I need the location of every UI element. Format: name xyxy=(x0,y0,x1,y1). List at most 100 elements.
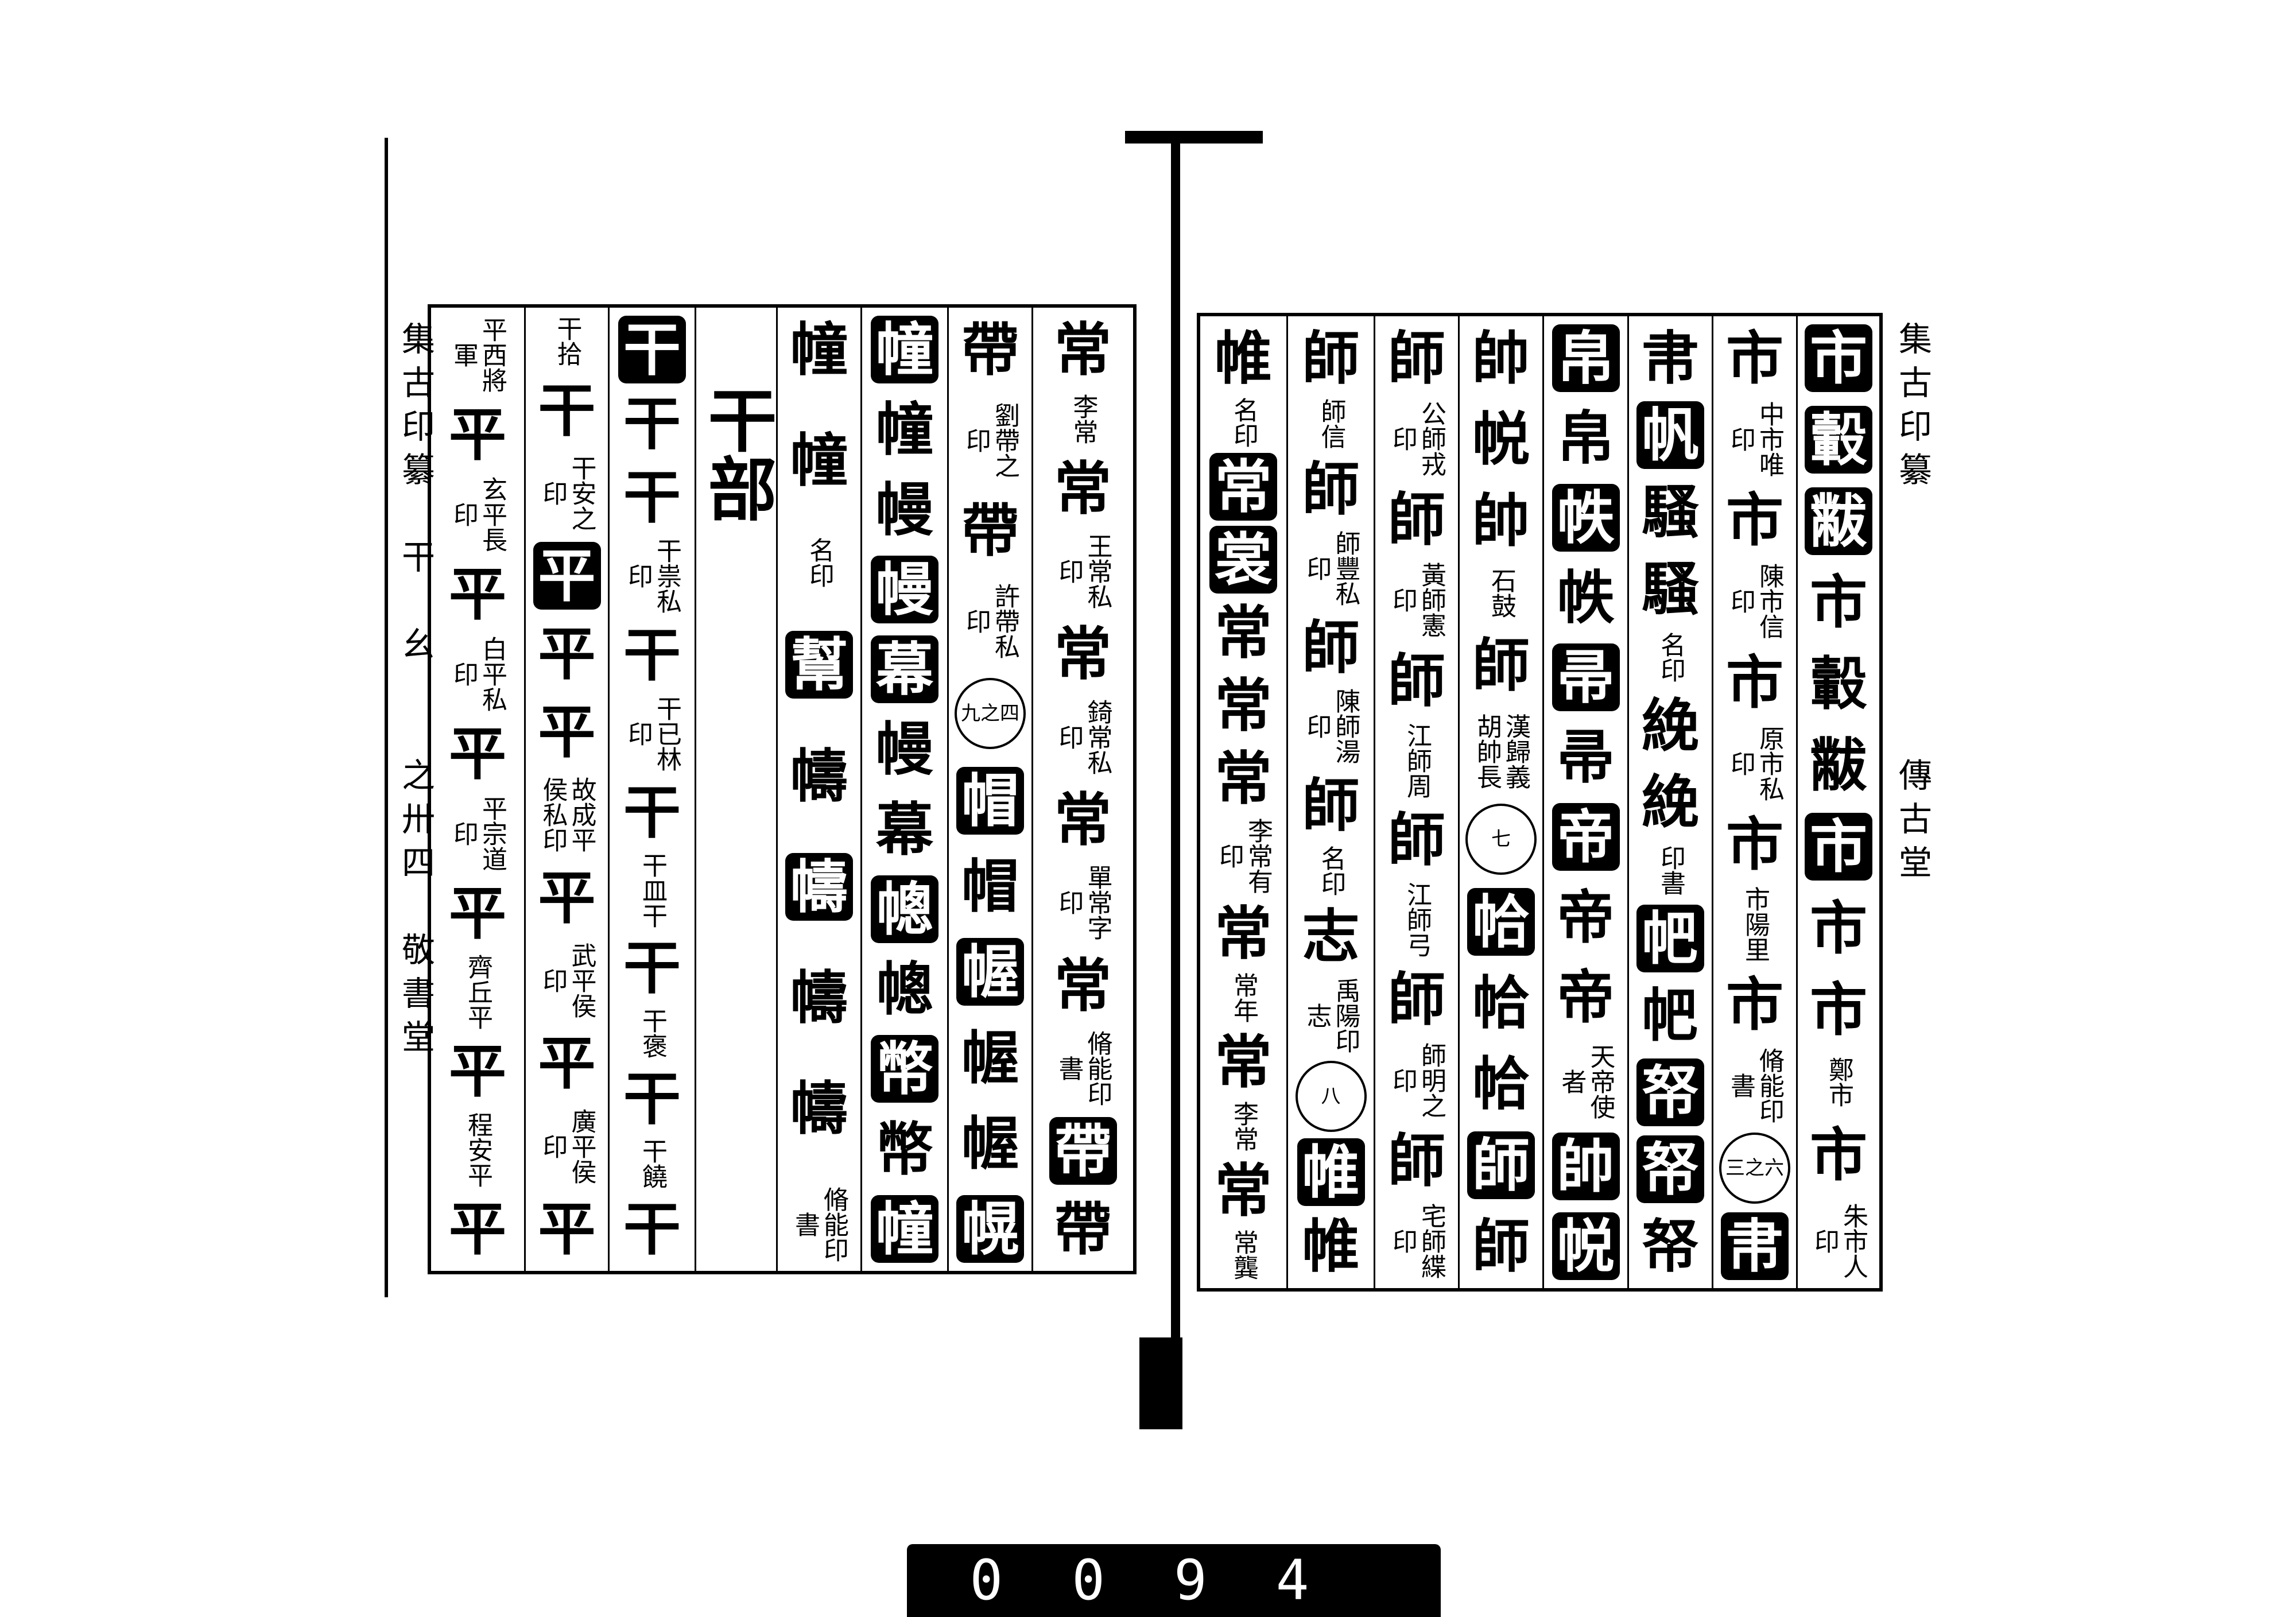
seal-caption: 常龔 xyxy=(1229,1229,1258,1280)
seal-impression: 帚 xyxy=(1552,643,1620,712)
seal-character: 常 xyxy=(1054,951,1112,1019)
seal-impression: 帙 xyxy=(1552,484,1620,552)
seal-character: 幢 xyxy=(790,426,848,495)
seal-impression: 帢 xyxy=(1467,887,1535,956)
right-page-column: 市中市唯印市陳市信印市原市私印市市陽里市脩能印書三之六帇 xyxy=(1712,316,1796,1288)
seal-caption: 黃師憲印 xyxy=(1388,562,1446,638)
spine-top-bar xyxy=(1125,131,1263,144)
seal-impression: 幔 xyxy=(871,555,938,623)
seal-character: 幬 xyxy=(790,742,848,810)
seal-character: 帶 xyxy=(1054,1195,1112,1263)
seal-character: 常 xyxy=(1054,454,1112,522)
seal-caption: 名印 xyxy=(805,537,834,588)
seal-character: 平 xyxy=(449,1037,506,1105)
seal-character: 師 xyxy=(1388,965,1445,1034)
right-page-column: 帇帆騷騷名印絻絻印書帊帊帑帑帑 xyxy=(1627,316,1712,1288)
seal-character: 帛 xyxy=(1557,404,1615,472)
seal-impression: 平 xyxy=(533,542,601,610)
seal-character: 幕 xyxy=(876,795,933,863)
seal-character: 絻 xyxy=(1642,691,1699,759)
seal-character: 騷 xyxy=(1642,554,1699,623)
seal-caption: 廣平侯印 xyxy=(538,1108,596,1184)
seal-character: 志 xyxy=(1302,902,1360,971)
seal-character: 市 xyxy=(1810,1121,1867,1189)
seal-caption: 李常有印 xyxy=(1215,817,1273,894)
seal-impression: 帑 xyxy=(1636,1058,1704,1127)
seal-character: 師 xyxy=(1472,631,1530,700)
seal-caption: 江師周 xyxy=(1402,722,1432,798)
seal-caption: 漢歸義胡帥長 xyxy=(1472,713,1530,789)
seal-impression: 帑 xyxy=(1636,1135,1704,1203)
seal-caption: 李常 xyxy=(1229,1101,1258,1152)
seal-character: 市 xyxy=(1810,568,1867,637)
seal-caption: 公師戎印 xyxy=(1388,401,1446,477)
left-page-column: 干部 xyxy=(695,308,776,1271)
seal-impression: 幕 xyxy=(871,635,938,704)
seal-character: 干 xyxy=(623,934,681,1002)
seal-character: 幬 xyxy=(790,963,848,1032)
section-heading: 干部 xyxy=(696,385,776,522)
seal-impression: 帷 xyxy=(1297,1138,1365,1206)
seal-character: 轂 xyxy=(1810,650,1867,718)
seal-character: 干 xyxy=(538,376,596,444)
left-page-column: 常李常常王常私印常錡常私印常單常字印常脩能印書帶帶 xyxy=(1031,308,1133,1271)
left-page-column: 幢幢幔幔幕幔幕幒幒幣幣幢 xyxy=(860,308,947,1271)
seal-caption: 江師弓 xyxy=(1402,882,1432,958)
seal-caption: 干祟私印 xyxy=(623,538,681,614)
seal-character: 幔 xyxy=(876,715,933,784)
seal-character: 帶 xyxy=(961,497,1019,565)
seal-impression: 師 xyxy=(1467,1131,1535,1199)
circled-index-mark: 八 xyxy=(1295,1060,1367,1132)
seal-impression: 常 xyxy=(1209,452,1277,521)
seal-character: 市 xyxy=(1810,975,1867,1044)
seal-character: 帝 xyxy=(1557,963,1615,1031)
right-page-column: 市轂黻市轂黻市市市鄭市市朱市人印 xyxy=(1796,316,1879,1288)
seal-character: 帢 xyxy=(1472,969,1530,1037)
seal-character: 市 xyxy=(1726,810,1783,878)
seal-caption: 平宗道印 xyxy=(449,795,507,871)
seal-caption: 名印 xyxy=(1656,631,1685,683)
right-page-column: 師公師戎印師黃師憲印師江師周師江師弓師師明之印師宅師緤印 xyxy=(1374,316,1458,1288)
circled-index-mark: 九之四 xyxy=(955,677,1026,749)
seal-character: 市 xyxy=(1810,894,1867,962)
seal-character: 帨 xyxy=(1472,405,1530,474)
page-number-label: 0094 xyxy=(907,1544,1441,1617)
seal-caption: 陳市信印 xyxy=(1726,563,1784,639)
seal-character: 常 xyxy=(1054,785,1112,854)
seal-caption: 印書 xyxy=(1656,845,1685,896)
seal-character: 干 xyxy=(623,621,681,689)
right-page-column: 帥帨帥石鼓師漢歸義胡帥長七帢帢帢師師 xyxy=(1458,316,1542,1288)
seal-caption: 師明之印 xyxy=(1388,1042,1446,1118)
seal-impression: 黻 xyxy=(1805,487,1872,555)
seal-character: 常 xyxy=(1054,316,1112,383)
seal-caption: 師豐私印 xyxy=(1302,530,1360,606)
seal-character: 帽 xyxy=(961,852,1019,921)
seal-character: 干 xyxy=(623,1195,681,1263)
seal-caption: 干皿干 xyxy=(638,852,667,928)
seal-character: 帇 xyxy=(1642,324,1699,392)
seal-character: 師 xyxy=(1302,771,1360,839)
seal-impression: 幫 xyxy=(785,631,853,699)
seal-character: 帑 xyxy=(1642,1212,1699,1280)
seal-character: 常 xyxy=(1215,744,1272,812)
seal-character: 幔 xyxy=(876,475,933,544)
seal-character: 幢 xyxy=(790,316,848,383)
seal-caption: 李常 xyxy=(1068,393,1098,444)
seal-caption: 市陽里 xyxy=(1740,886,1770,963)
seal-caption: 干拾 xyxy=(552,316,582,366)
seal-character: 常 xyxy=(1215,1028,1272,1096)
seal-impression: 幄 xyxy=(956,938,1024,1006)
seal-caption: 石鼓 xyxy=(1487,567,1516,618)
seal-character: 常 xyxy=(1215,598,1272,666)
seal-character: 師 xyxy=(1388,646,1445,715)
seal-impression: 帝 xyxy=(1552,803,1620,871)
spine-bottom-block xyxy=(1139,1337,1182,1429)
seal-caption: 中市唯印 xyxy=(1726,401,1784,478)
seal-character: 平 xyxy=(449,1195,506,1263)
seal-impression: 幢 xyxy=(871,1195,938,1263)
seal-character: 師 xyxy=(1302,455,1360,524)
left-page-column: 干拾干干安之印平平平故成平侯私印平武平侯印平廣平侯印平 xyxy=(524,308,608,1271)
left-page-column: 干干干干祟私印干干已林印干干皿干干干褒干干饒干 xyxy=(608,308,695,1271)
seal-caption: 常年 xyxy=(1229,972,1258,1023)
seal-character: 常 xyxy=(1215,1157,1272,1225)
